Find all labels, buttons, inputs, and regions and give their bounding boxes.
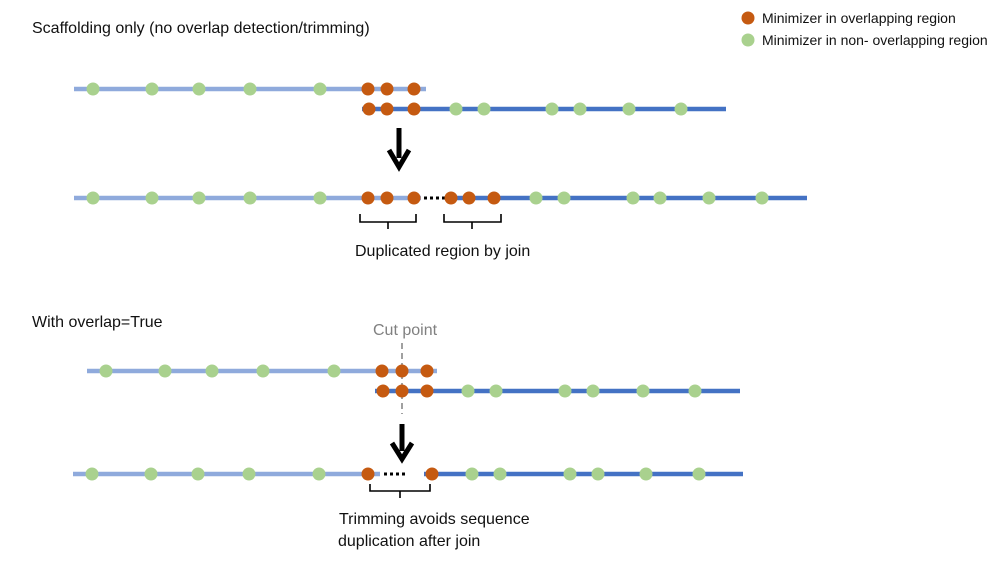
minimizer-nonoverlap [86, 82, 100, 96]
minimizer-nonoverlap [158, 364, 172, 378]
trim-bracket [369, 484, 431, 498]
minimizer-overlap [395, 384, 409, 398]
minimizer-nonoverlap [493, 467, 507, 481]
down-arrow-icon [389, 424, 415, 464]
bracket-left [359, 214, 417, 229]
minimizer-overlap [380, 191, 394, 205]
scaffold-before-join [74, 82, 726, 116]
minimizer-overlap [380, 82, 394, 96]
down-arrow-icon [386, 128, 412, 172]
minimizer-overlap [407, 102, 421, 116]
trimming-caption-line1: Trimming avoids sequence [339, 511, 530, 528]
minimizer-nonoverlap [192, 82, 206, 96]
minimizer-overlap [376, 384, 390, 398]
minimizer-nonoverlap [692, 467, 706, 481]
minimizer-nonoverlap [755, 191, 769, 205]
minimizer-nonoverlap [688, 384, 702, 398]
minimizer-nonoverlap [622, 102, 636, 116]
panel-scaffold-only: Scaffolding only (no overlap detection/t… [32, 20, 807, 260]
minimizer-overlap [420, 364, 434, 378]
left-contig-minimizers [86, 82, 421, 96]
minimizer-overlap [425, 467, 439, 481]
right-contig-minimizers [362, 102, 688, 116]
panel-with-overlap: With overlap=True Cut point [32, 314, 743, 550]
minimizer-nonoverlap [85, 467, 99, 481]
minimizer-overlap [420, 384, 434, 398]
minimizer-nonoverlap [477, 102, 491, 116]
minimizer-nonoverlap [461, 384, 475, 398]
minimizer-nonoverlap [256, 364, 270, 378]
minimizer-nonoverlap [205, 364, 219, 378]
minimizer-nonoverlap [529, 191, 543, 205]
minimizer-nonoverlap [449, 102, 463, 116]
minimizer-nonoverlap [573, 102, 587, 116]
cut-point-label: Cut point [373, 322, 438, 339]
minimizer-overlap [380, 102, 394, 116]
minimizer-nonoverlap [327, 364, 341, 378]
minimizer-nonoverlap [557, 191, 571, 205]
minimizer-nonoverlap [636, 384, 650, 398]
minimizer-nonoverlap [192, 191, 206, 205]
legend-nonoverlap-marker [741, 33, 755, 47]
minimizer-nonoverlap [591, 467, 605, 481]
minimizer-nonoverlap [489, 384, 503, 398]
minimizer-nonoverlap [99, 364, 113, 378]
minimizer-overlap [375, 364, 389, 378]
duplicated-region-caption: Duplicated region by join [355, 243, 530, 260]
minimizer-nonoverlap [465, 467, 479, 481]
minimizer-nonoverlap [242, 467, 256, 481]
minimizer-overlap [407, 82, 421, 96]
minimizer-nonoverlap [243, 191, 257, 205]
panel-overlap-title: With overlap=True [32, 314, 163, 331]
minimizer-overlap [444, 191, 458, 205]
minimizer-nonoverlap [86, 191, 100, 205]
panel-scaffold-title: Scaffolding only (no overlap detection/t… [32, 20, 370, 37]
overlap-after-join [73, 467, 743, 481]
minimizer-nonoverlap [653, 191, 667, 205]
minimizer-nonoverlap [243, 82, 257, 96]
bracket-right [443, 214, 502, 229]
legend-overlap-marker [741, 11, 755, 25]
minimizer-nonoverlap [313, 82, 327, 96]
minimizer-nonoverlap [639, 467, 653, 481]
minimizer-nonoverlap [144, 467, 158, 481]
legend: Minimizer in overlapping region Minimize… [741, 10, 988, 48]
minimizer-nonoverlap [563, 467, 577, 481]
legend-overlap-label: Minimizer in overlapping region [762, 10, 956, 26]
minimizer-overlap [407, 191, 421, 205]
scaffold-after-join [74, 191, 807, 205]
minimizer-nonoverlap [674, 102, 688, 116]
minimizer-overlap [362, 102, 376, 116]
minimizer-overlap [361, 191, 375, 205]
minimizer-nonoverlap [545, 102, 559, 116]
minimizer-overlap [361, 467, 375, 481]
minimizer-nonoverlap [191, 467, 205, 481]
trimming-caption-line2: duplication after join [338, 533, 480, 550]
minimizer-nonoverlap [702, 191, 716, 205]
legend-nonoverlap-label: Minimizer in non- overlapping region [762, 32, 988, 48]
minimizer-overlap [361, 82, 375, 96]
minimizer-nonoverlap [586, 384, 600, 398]
minimizer-nonoverlap [626, 191, 640, 205]
minimizer-nonoverlap [145, 191, 159, 205]
overlap-before-join [87, 364, 740, 398]
duplicated-region-brackets [359, 214, 502, 229]
minimizer-overlap [487, 191, 501, 205]
minimizer-nonoverlap [313, 191, 327, 205]
minimizer-nonoverlap [145, 82, 159, 96]
minimizer-nonoverlap [558, 384, 572, 398]
minimizer-overlap [462, 191, 476, 205]
minimizer-overlap [395, 364, 409, 378]
minimizer-nonoverlap [312, 467, 326, 481]
